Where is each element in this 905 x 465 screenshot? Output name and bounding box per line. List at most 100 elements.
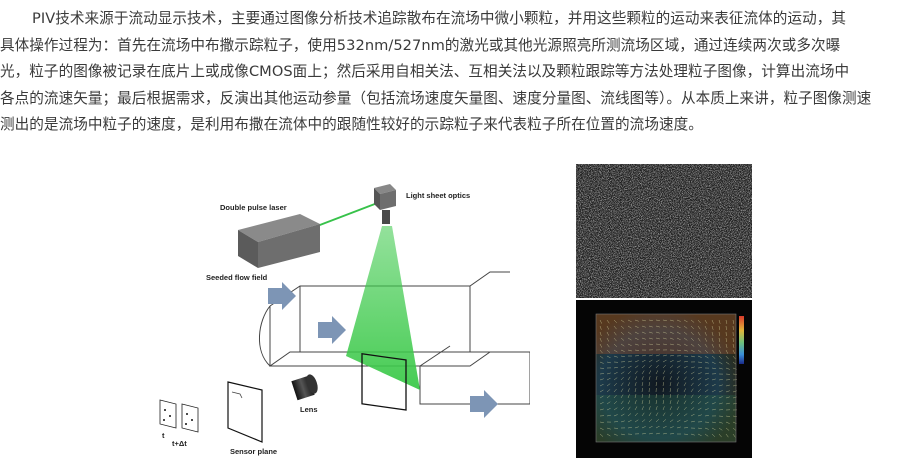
vector-arrow: [669, 343, 674, 346]
vector-arrow: [690, 337, 694, 341]
vector-arrow: [683, 420, 688, 423]
vector-arrow: [613, 319, 617, 323]
vector-arrow: [669, 433, 675, 435]
vector-arrow: [613, 355, 618, 358]
optics-label: Light sheet optics: [406, 191, 470, 200]
vector-arrow: [669, 319, 674, 322]
vector-arrow: [627, 365, 632, 369]
vector-arrow: [634, 376, 638, 381]
vector-arrow: [697, 383, 702, 387]
paragraph-line: PIV技术来源于流动显示技术，主要通过图像分析技术追踪散布在流场中微小颗粒，并用…: [32, 10, 847, 27]
vector-arrow: [690, 413, 695, 417]
vector-arrow: [613, 349, 618, 353]
vector-arrow: [620, 371, 625, 375]
vector-arrow: [655, 400, 657, 405]
vector-arrow: [620, 400, 624, 405]
vector-arrow: [669, 325, 674, 328]
vector-arrow: [662, 370, 666, 375]
vector-arrow: [662, 400, 665, 405]
vector-arrow: [683, 331, 688, 335]
vector-arrow: [718, 361, 723, 365]
vector-arrow: [669, 426, 674, 429]
vector-arrow: [683, 413, 688, 417]
vector-arrow: [718, 349, 722, 354]
vector-arrow: [620, 407, 625, 411]
vector-arrow: [676, 331, 681, 335]
vector-arrow: [676, 376, 680, 381]
light-sheet: [346, 226, 420, 390]
vector-arrow: [641, 387, 643, 393]
vector-arrow: [599, 427, 604, 430]
vector-arrow: [634, 426, 639, 429]
vector-arrow: [718, 402, 723, 405]
vector-arrow: [676, 349, 681, 351]
vector-arrow: [704, 355, 709, 359]
vector-arrow: [697, 355, 702, 358]
vector-arrow: [697, 331, 701, 336]
vector-arrow: [634, 370, 638, 375]
vector-arrow: [669, 382, 672, 387]
vector-arrow: [725, 402, 730, 405]
vector-arrow: [613, 366, 618, 369]
vector-arrow: [676, 370, 680, 375]
vector-arrow: [620, 355, 625, 357]
vector-arrow: [613, 372, 618, 375]
vector-arrow: [669, 412, 673, 417]
vector-arrow: [718, 343, 721, 348]
vector-arrow: [599, 402, 604, 405]
vector-arrow: [627, 371, 632, 375]
vector-arrow: [655, 412, 659, 417]
vector-arrow: [634, 325, 639, 328]
vector-arrow: [697, 343, 701, 348]
vector-arrow: [669, 400, 672, 405]
vector-arrow: [669, 365, 674, 369]
vector-arrow: [627, 419, 632, 423]
vector-arrow: [683, 365, 688, 369]
paragraph-line: 各点的流速矢量；最后根据需求，反演出其他运动参量（包括流场速度矢量图、速度分量图…: [0, 89, 872, 107]
vector-arrow: [725, 415, 731, 417]
vector-arrow: [669, 388, 671, 393]
vector-arrow: [641, 370, 645, 375]
vector-arrow: [704, 337, 708, 342]
vector-arrow: [599, 343, 603, 348]
vector-arrow: [704, 389, 709, 393]
vector-arrow: [599, 373, 605, 375]
vector-arrow: [599, 421, 604, 423]
vector-arrow: [599, 361, 604, 364]
vector-arrow: [732, 427, 737, 431]
vector-arrow: [641, 382, 644, 387]
vector-arrow: [599, 337, 602, 342]
vector-arrow: [606, 355, 611, 359]
vector-arrow: [718, 396, 723, 399]
vector-arrow: [676, 360, 681, 363]
vector-arrow: [669, 355, 674, 357]
vector-arrow: [690, 433, 695, 436]
vector-arrow: [690, 407, 695, 411]
vector-arrow: [704, 378, 709, 381]
vector-arrow: [676, 419, 681, 423]
vector-arrow: [690, 355, 695, 358]
vector-arrow: [655, 419, 660, 423]
vector-arrow: [627, 406, 631, 411]
vector-arrow: [725, 337, 727, 343]
vector-arrow: [662, 343, 667, 345]
vector-arrow: [613, 377, 618, 381]
vector-arrow: [718, 319, 721, 324]
vector-arrow: [690, 366, 695, 369]
vector-arrow: [634, 406, 638, 411]
vector-arrow: [711, 389, 716, 393]
vector-arrow: [606, 349, 611, 353]
vector-arrow: [697, 407, 702, 411]
vector-arrow: [641, 426, 646, 429]
vector-arrow: [669, 370, 673, 375]
vector-arrow: [620, 331, 625, 335]
vector-arrow: [655, 359, 660, 363]
vector-arrow: [620, 382, 624, 387]
vector-arrow: [697, 414, 702, 417]
vector-arrow: [620, 366, 625, 369]
vector-arrow: [655, 381, 657, 387]
vector-arrow: [711, 361, 716, 364]
vector-arrow: [655, 319, 660, 321]
vector-arrow: [599, 395, 604, 399]
vector-arrow: [599, 389, 604, 393]
